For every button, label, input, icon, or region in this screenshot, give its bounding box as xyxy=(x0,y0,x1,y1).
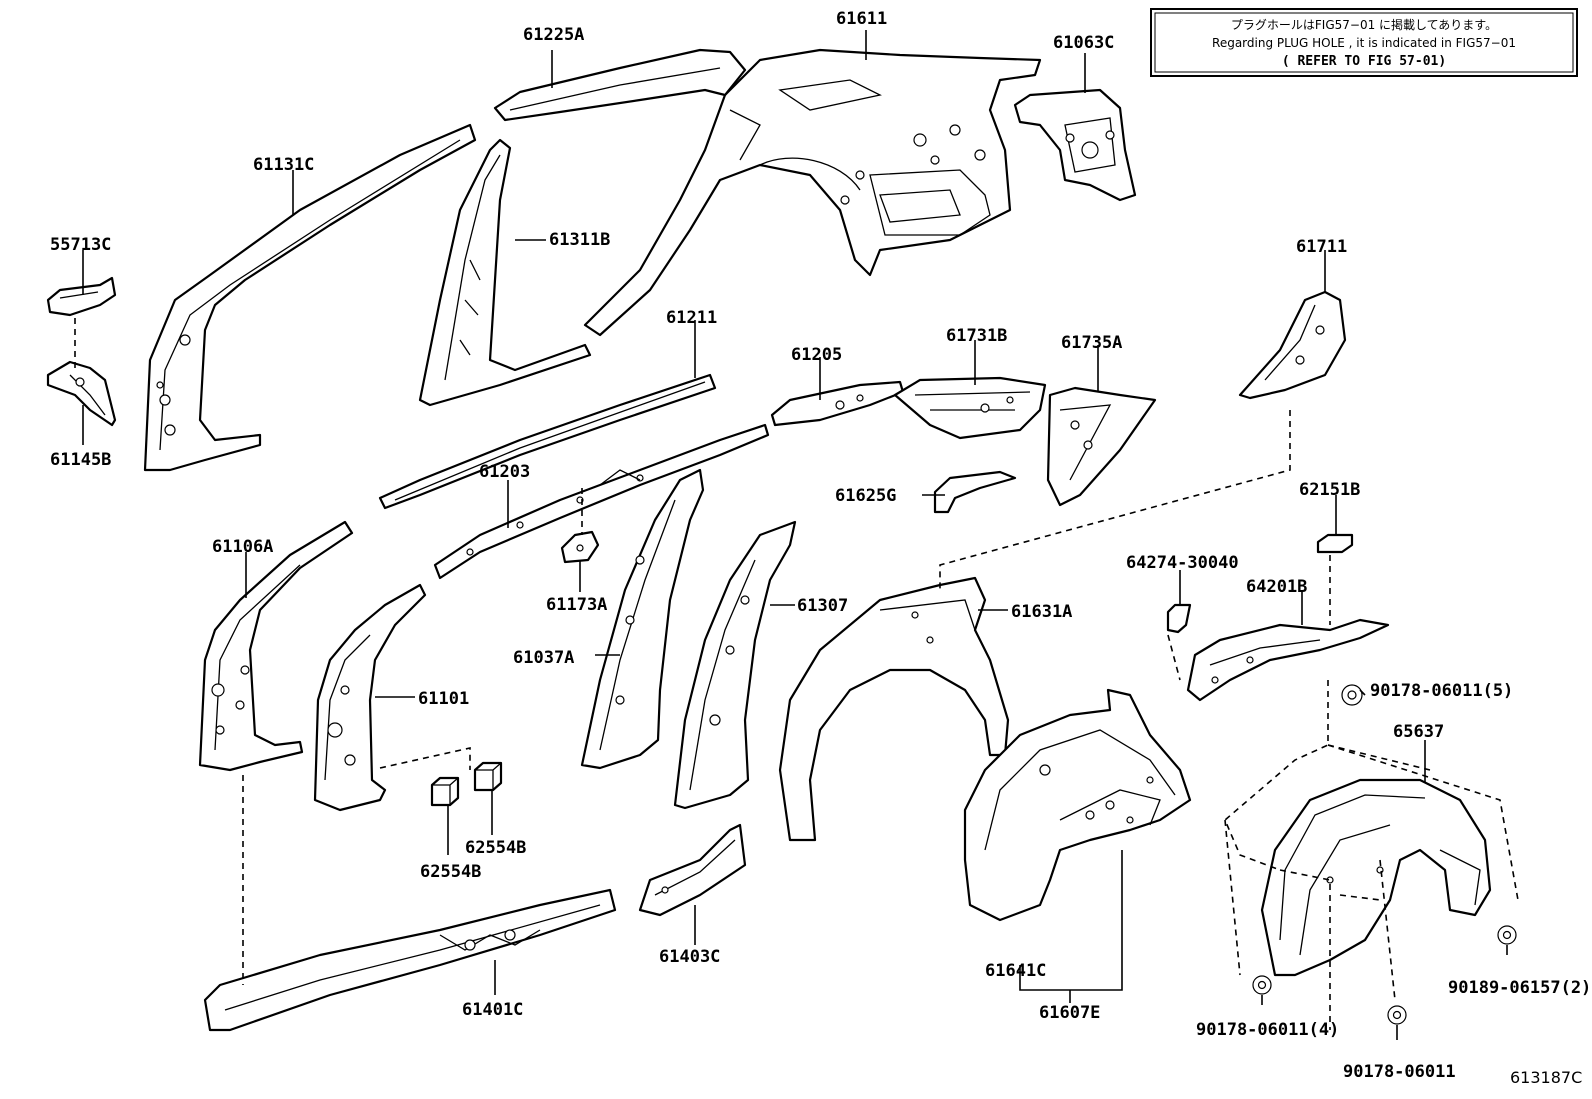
label-61101: 61101 xyxy=(418,689,469,709)
note-line-1: プラグホールはFIG57−01 に掲載してあります。 xyxy=(1231,17,1497,32)
label-61311B: 61311B xyxy=(549,230,610,250)
label-61037A: 61037A xyxy=(513,648,574,668)
part-61173A-bracket xyxy=(560,530,600,564)
part-61203-rail-inner xyxy=(433,423,770,580)
clip-90189-06157-2-icon xyxy=(1497,925,1517,945)
clip-90178-06011-icon xyxy=(1387,1005,1407,1025)
part-61611-quarter-panel xyxy=(583,48,1042,337)
part-64274-pad xyxy=(1166,603,1192,634)
part-61037A-center-pillar-inner xyxy=(580,468,705,770)
label-61211: 61211 xyxy=(666,308,717,328)
label-61401C: 61401C xyxy=(462,1000,523,1020)
label-64201B: 64201B xyxy=(1246,577,1307,597)
leader-lines xyxy=(82,30,1508,1040)
label-61735A: 61735A xyxy=(1061,333,1122,353)
dashed-guides xyxy=(74,318,1519,1030)
label-61173A: 61173A xyxy=(546,595,607,615)
label-61403C: 61403C xyxy=(659,947,720,967)
label-90178-06011-4: 90178-06011(4) xyxy=(1196,1020,1339,1040)
label-61225A: 61225A xyxy=(523,25,584,45)
part-64201B-bracket xyxy=(1186,618,1390,702)
label-61631A: 61631A xyxy=(1011,602,1072,622)
part-62151B-pad xyxy=(1316,533,1354,554)
part-61711-bracket xyxy=(1238,290,1347,400)
label-61203: 61203 xyxy=(479,462,530,482)
label-90178-06011-5: 90178-06011(5) xyxy=(1370,681,1513,701)
part-62554B-block-left xyxy=(430,776,460,807)
label-90178-06011: 90178-06011 xyxy=(1343,1062,1456,1082)
part-61731B-panel xyxy=(893,376,1047,440)
label-64274-30040: 64274-30040 xyxy=(1126,553,1239,573)
part-61145B-bracket xyxy=(46,360,117,427)
label-61205: 61205 xyxy=(791,345,842,365)
note-line-2: Regarding PLUG HOLE , it is indicated in… xyxy=(1212,36,1516,50)
part-61631A-wheelhouse-outer xyxy=(778,576,1010,842)
label-61063C: 61063C xyxy=(1053,33,1114,53)
part-61307-center-pillar xyxy=(673,520,797,810)
part-61205-rail xyxy=(770,380,905,427)
label-61641C: 61641C xyxy=(985,961,1046,981)
part-61211-reinforcement xyxy=(378,373,717,510)
part-labels: 61225A 61611 61063C 61131C 61311B 55713C… xyxy=(50,9,1591,1087)
label-61145B: 61145B xyxy=(50,450,111,470)
part-61131C-outer-pillar xyxy=(143,123,477,472)
part-61225A-roof-rail xyxy=(493,48,747,122)
note-line-3: ( REFER TO FIG 57-01) xyxy=(1282,54,1446,69)
label-62554B-right: 62554B xyxy=(465,838,526,858)
label-61307: 61307 xyxy=(797,596,848,616)
part-61311B-center-pillar xyxy=(418,138,592,407)
part-61735A-bracket xyxy=(1046,386,1157,507)
label-90189-06157-2: 90189-06157(2) xyxy=(1448,978,1591,998)
part-62554B-block-right xyxy=(473,761,503,792)
label-61607E: 61607E xyxy=(1039,1003,1100,1023)
label-62554B-left: 62554B xyxy=(420,862,481,882)
label-61731B: 61731B xyxy=(946,326,1007,346)
clip-90178-06011-5-icon xyxy=(1341,684,1363,706)
part-61101-pillar-inner xyxy=(313,583,427,812)
clip-90178-06011-4-icon xyxy=(1252,975,1272,995)
part-65637-fender-liner xyxy=(1260,778,1492,977)
label-55713C: 55713C xyxy=(50,235,111,255)
part-55713C-bracket xyxy=(46,276,117,317)
label-61625G: 61625G xyxy=(835,486,896,506)
figure-code: 613187C xyxy=(1510,1068,1582,1087)
part-61625G-bracket xyxy=(933,470,1017,514)
part-61641C-wheelhouse-inner xyxy=(963,688,1192,922)
part-61106A-front-pillar xyxy=(198,520,354,772)
part-61401C-rocker xyxy=(203,888,617,1032)
label-61131C: 61131C xyxy=(253,155,314,175)
label-65637: 65637 xyxy=(1393,722,1444,742)
part-61403C-bracket xyxy=(638,823,747,917)
label-61106A: 61106A xyxy=(212,537,273,557)
label-61711: 61711 xyxy=(1296,237,1347,257)
label-62151B: 62151B xyxy=(1299,480,1360,500)
label-61611: 61611 xyxy=(836,9,887,29)
part-61063C-bracket xyxy=(1013,88,1137,202)
note-box: プラグホールはFIG57−01 に掲載してあります。 Regarding PLU… xyxy=(1150,8,1578,77)
